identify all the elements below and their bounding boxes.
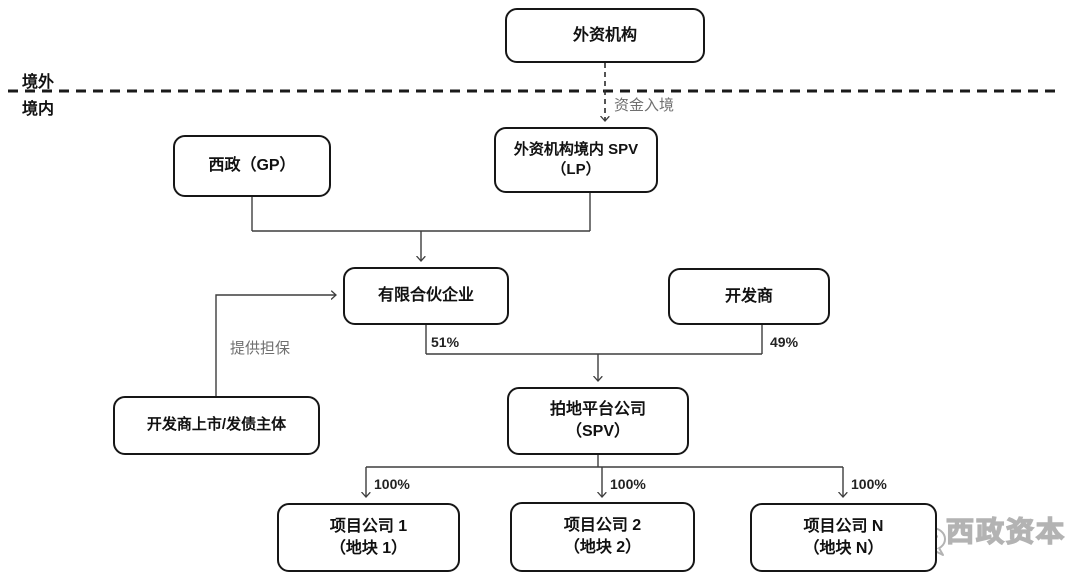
guarantee-arrow	[215, 295, 336, 396]
node-label-line1: 项目公司 2	[563, 517, 642, 535]
node-label-line1: 外资机构境内 SPV	[513, 140, 639, 158]
node-land-platform-spv: 拍地平台公司 （SPV）	[507, 387, 689, 455]
node-label-line2: （地块 N）	[803, 539, 884, 557]
node-foreign-spv-lp: 外资机构境内 SPV （LP）	[494, 127, 658, 193]
node-label-line2: （SPV）	[565, 423, 631, 440]
node-foreign-institution: 外资机构	[505, 8, 705, 63]
node-label: 开发商	[724, 287, 773, 305]
project1-share-label: 100%	[374, 476, 410, 492]
guarantee-label: 提供担保	[230, 340, 291, 357]
node-project-co-n: 项目公司 N （地块 N）	[750, 503, 937, 572]
node-label-line2: （地块 1）	[329, 539, 408, 557]
project2-share-label: 100%	[610, 476, 646, 492]
node-developer-bond-entity: 开发商上市/发债主体	[113, 396, 320, 455]
offshore-label: 境外	[22, 74, 55, 91]
lp-share-label: 51%	[431, 334, 460, 350]
node-label-line1: 项目公司 N	[803, 517, 884, 535]
developer-share-label: 49%	[770, 334, 799, 350]
projectn-share-label: 100%	[851, 476, 887, 492]
node-xizheng-gp: 西政（GP）	[173, 135, 331, 197]
onshore-label: 境内	[22, 101, 55, 118]
node-label: 有限合伙企业	[377, 287, 474, 305]
node-label: 外资机构	[572, 26, 637, 44]
node-project-co-2: 项目公司 2 （地块 2）	[510, 502, 695, 572]
node-label: 开发商上市/发债主体	[146, 416, 287, 434]
node-project-co-1: 项目公司 1 （地块 1）	[277, 503, 460, 572]
node-label-line1: 项目公司 1	[329, 517, 408, 535]
node-developer: 开发商	[668, 268, 830, 325]
capital-inbound-label: 资金入境	[614, 97, 675, 114]
node-label-line2: （LP）	[551, 161, 601, 178]
node-label-line1: 拍地平台公司	[549, 401, 646, 419]
watermark-brand: 西政资本	[945, 515, 1067, 547]
node-label: 西政（GP）	[208, 157, 296, 175]
node-label-line2: （地块 2）	[563, 539, 642, 556]
node-limited-partnership: 有限合伙企业	[343, 267, 509, 325]
